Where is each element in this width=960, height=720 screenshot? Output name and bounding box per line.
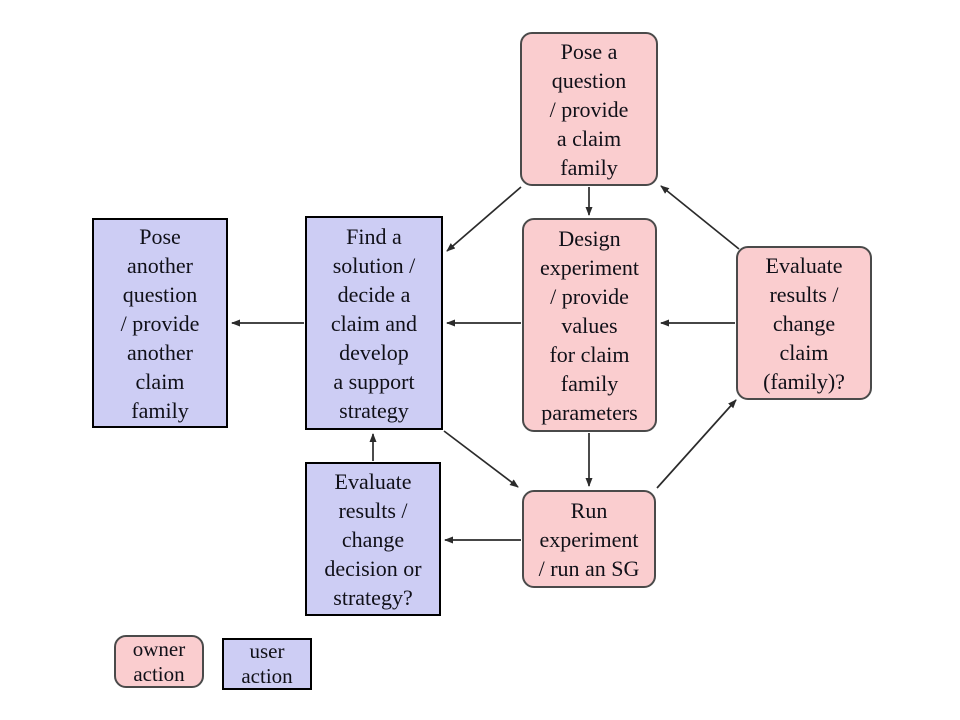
legend-owner-action: owner action bbox=[114, 635, 204, 688]
node-run-experiment: Run experiment / run an SG bbox=[522, 490, 656, 588]
node-design-experiment: Design experiment / provide values for c… bbox=[522, 218, 657, 432]
node-design-experiment-label: Design experiment / provide values for c… bbox=[540, 225, 639, 425]
node-find-solution: Find a solution / decide a claim and dev… bbox=[305, 216, 443, 430]
node-evaluate-claim-label: Evaluate results / change claim (family)… bbox=[763, 252, 845, 394]
node-pose-question-label: Pose a question / provide a claim family bbox=[549, 38, 629, 180]
node-evaluate-decision: Evaluate results / change decision or st… bbox=[305, 462, 441, 616]
arrow-run-experiment-to-evaluate-claim bbox=[656, 399, 737, 489]
node-pose-another-question: Pose another question / provide another … bbox=[92, 218, 228, 428]
legend-user-action: user action bbox=[222, 638, 312, 690]
arrow-evaluate-claim-to-pose-question bbox=[660, 185, 740, 250]
node-pose-another-question-label: Pose another question / provide another … bbox=[120, 223, 200, 423]
node-run-experiment-label: Run experiment / run an SG bbox=[538, 497, 640, 581]
legend-owner-action-label: owner action bbox=[132, 636, 186, 686]
node-evaluate-decision-label: Evaluate results / change decision or st… bbox=[324, 468, 422, 610]
node-evaluate-claim: Evaluate results / change claim (family)… bbox=[736, 246, 872, 400]
node-pose-question: Pose a question / provide a claim family bbox=[520, 32, 658, 186]
legend-user-action-label: user action bbox=[241, 639, 293, 688]
arrow-find-solution-to-run-experiment bbox=[443, 430, 519, 488]
node-find-solution-label: Find a solution / decide a claim and dev… bbox=[330, 223, 418, 423]
arrow-pose-question-to-find-solution bbox=[446, 186, 522, 252]
